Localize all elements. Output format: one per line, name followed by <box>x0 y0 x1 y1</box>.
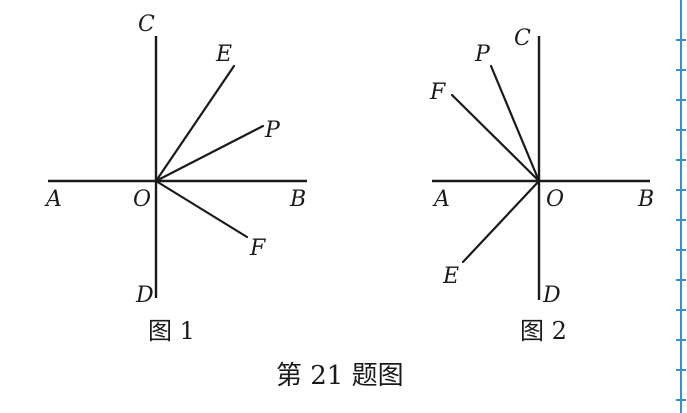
fig2-ray-op <box>489 64 541 183</box>
fig1-label-o: O <box>133 187 151 212</box>
fig1-label-a: A <box>44 187 62 212</box>
fig2-ray-of <box>450 93 541 183</box>
fig2-label-p: P <box>474 42 491 67</box>
fig1-label-d: D <box>135 283 154 308</box>
fig1-ray-oe <box>154 64 236 183</box>
fig1-ray-op <box>154 124 265 183</box>
fig2-ray-oe <box>461 179 541 264</box>
fig1-label-b: B <box>289 187 306 212</box>
figure-2: P C F A O B E D 图 2 <box>429 26 654 345</box>
problem-title: 第 21 题图 <box>276 361 404 391</box>
fig2-label-e: E <box>442 264 459 289</box>
figure-1: C E P A O B F D 图 1 <box>44 12 307 345</box>
fig1-label-c: C <box>138 12 155 37</box>
fig1-caption: 图 1 <box>148 317 195 345</box>
fig2-label-f: F <box>429 80 446 105</box>
fig2-label-b: B <box>637 187 654 212</box>
fig1-label-e: E <box>215 42 232 67</box>
fig2-label-d: D <box>542 283 561 308</box>
fig1-label-p: P <box>264 118 281 143</box>
fig1-ray-of <box>154 179 249 239</box>
fig2-label-c: C <box>514 26 531 51</box>
fig2-label-o: O <box>546 187 564 212</box>
fig1-label-f: F <box>249 236 266 261</box>
fig2-caption: 图 2 <box>520 317 567 345</box>
margin-rule <box>676 0 686 413</box>
fig2-label-a: A <box>432 187 450 212</box>
